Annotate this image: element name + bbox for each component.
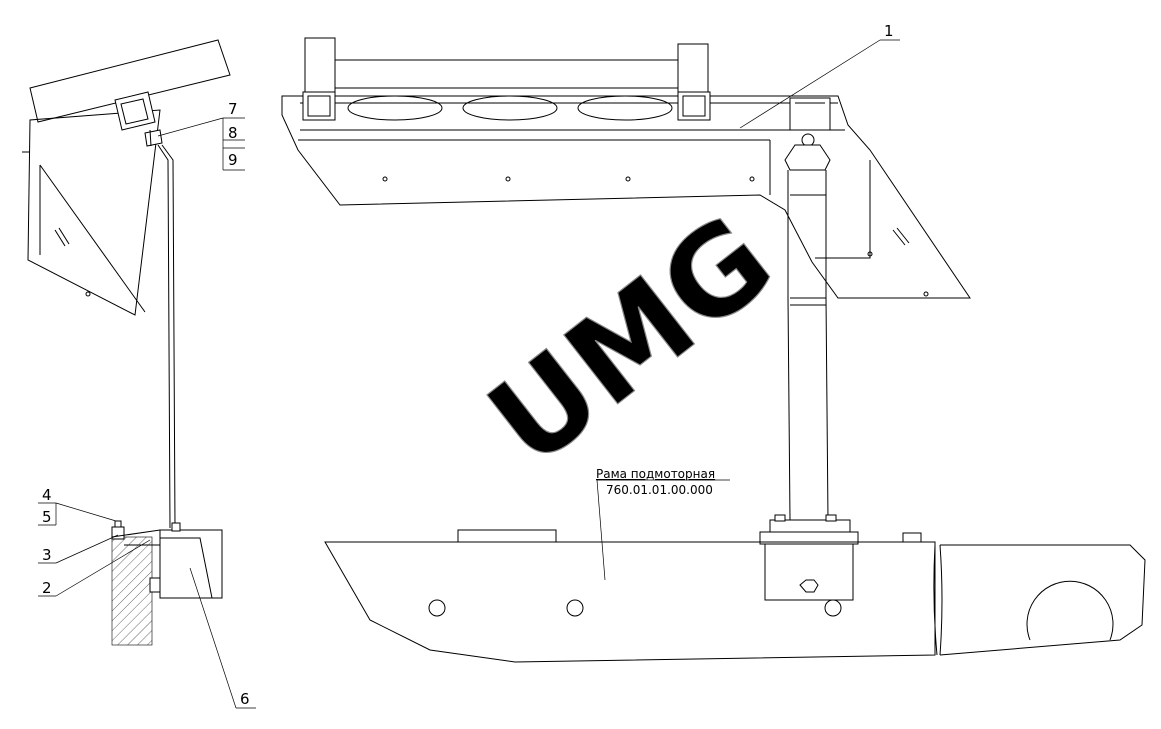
callout-6: 6 (189, 567, 256, 709)
frame-hole-1 (428, 599, 446, 617)
bolt-7-line (149, 129, 152, 147)
hatched-rail (111, 536, 153, 646)
mounting-bracket (27, 109, 161, 316)
side-detail-view: 7 8 9 4 5 3 2 6 (22, 39, 256, 709)
frame-break-line (933, 544, 938, 656)
callout-7-8-9: 7 8 9 (157, 100, 245, 171)
joint-bolt (801, 133, 815, 147)
pad-housing-chamfer (160, 537, 213, 599)
watermark: UMG (464, 190, 798, 494)
rivet (505, 176, 511, 182)
square-tube (114, 91, 156, 131)
square-tube-right-inner (682, 95, 706, 117)
lightening-hole-2 (462, 95, 558, 121)
bracket-hole (85, 291, 91, 297)
callout-8: 8 (228, 124, 238, 142)
square-tube-inner (120, 98, 149, 125)
callout-4-5: 4 5 (38, 486, 117, 526)
slanted-panel (29, 39, 231, 123)
rivet (749, 176, 755, 182)
callout-9: 9 (228, 151, 238, 169)
frame-top-stub (902, 532, 922, 543)
side-hole-2 (867, 251, 873, 257)
frame-top-plate (457, 529, 557, 543)
callout-2: 2 (38, 539, 151, 597)
bolt-7 (144, 129, 163, 147)
side-bracket (815, 160, 871, 259)
frame-rear-section (939, 544, 1146, 656)
frame-hole-3 (824, 599, 842, 617)
rivet (382, 176, 388, 182)
square-tube-left-inner (307, 95, 331, 117)
bracket-slot-2 (58, 227, 70, 245)
bolt-4-head (114, 520, 122, 528)
frame-label-code: 760.01.01.00.000 (606, 483, 713, 497)
pad-bolt (149, 577, 161, 593)
callout-3: 3 (38, 534, 119, 564)
side-slot (892, 229, 906, 246)
callout-4: 4 (42, 486, 52, 504)
flange-bolt-r (825, 514, 837, 522)
side-slot-2 (896, 227, 910, 244)
bracket-slot (54, 229, 66, 247)
svg-text:6: 6 (240, 690, 250, 708)
joint-clevis (784, 144, 831, 171)
mount-hex-nut (799, 579, 819, 593)
callout-7: 7 (228, 100, 238, 118)
callout-1: 1 (739, 22, 900, 129)
strut-end (171, 522, 181, 532)
frame-label-name: Рама подмоторная (596, 467, 715, 481)
frame-callout: Рама подмоторная 760.01.01.00.000 (596, 467, 730, 581)
frame-break-line-2 (939, 544, 943, 656)
lightening-hole-1 (347, 95, 443, 121)
mount-housing (764, 543, 854, 601)
rivet (625, 176, 631, 182)
side-hole (923, 291, 929, 297)
flange-bolt-l (774, 514, 786, 522)
strut-left-edge (787, 170, 791, 521)
bracket-edge (39, 164, 146, 313)
strut-base-flange (769, 519, 851, 533)
svg-text:3: 3 (42, 546, 52, 564)
rail-post-left (304, 37, 336, 101)
svg-text:2: 2 (42, 579, 52, 597)
pad-housing (159, 529, 223, 599)
strut-line-b (161, 144, 176, 529)
frame-hole-2 (566, 599, 584, 617)
svg-text:1: 1 (884, 22, 894, 40)
strut-right-edge (825, 170, 829, 521)
callout-5: 5 (42, 508, 52, 526)
wheel-arch (1026, 580, 1114, 641)
upper-platform (281, 95, 971, 299)
main-view: 1 Рама подмоторная 760.01.01.00.000 (281, 22, 1146, 663)
main-frame-body (324, 541, 936, 663)
strut-line-a (157, 144, 171, 529)
lightening-hole-3 (577, 95, 673, 121)
